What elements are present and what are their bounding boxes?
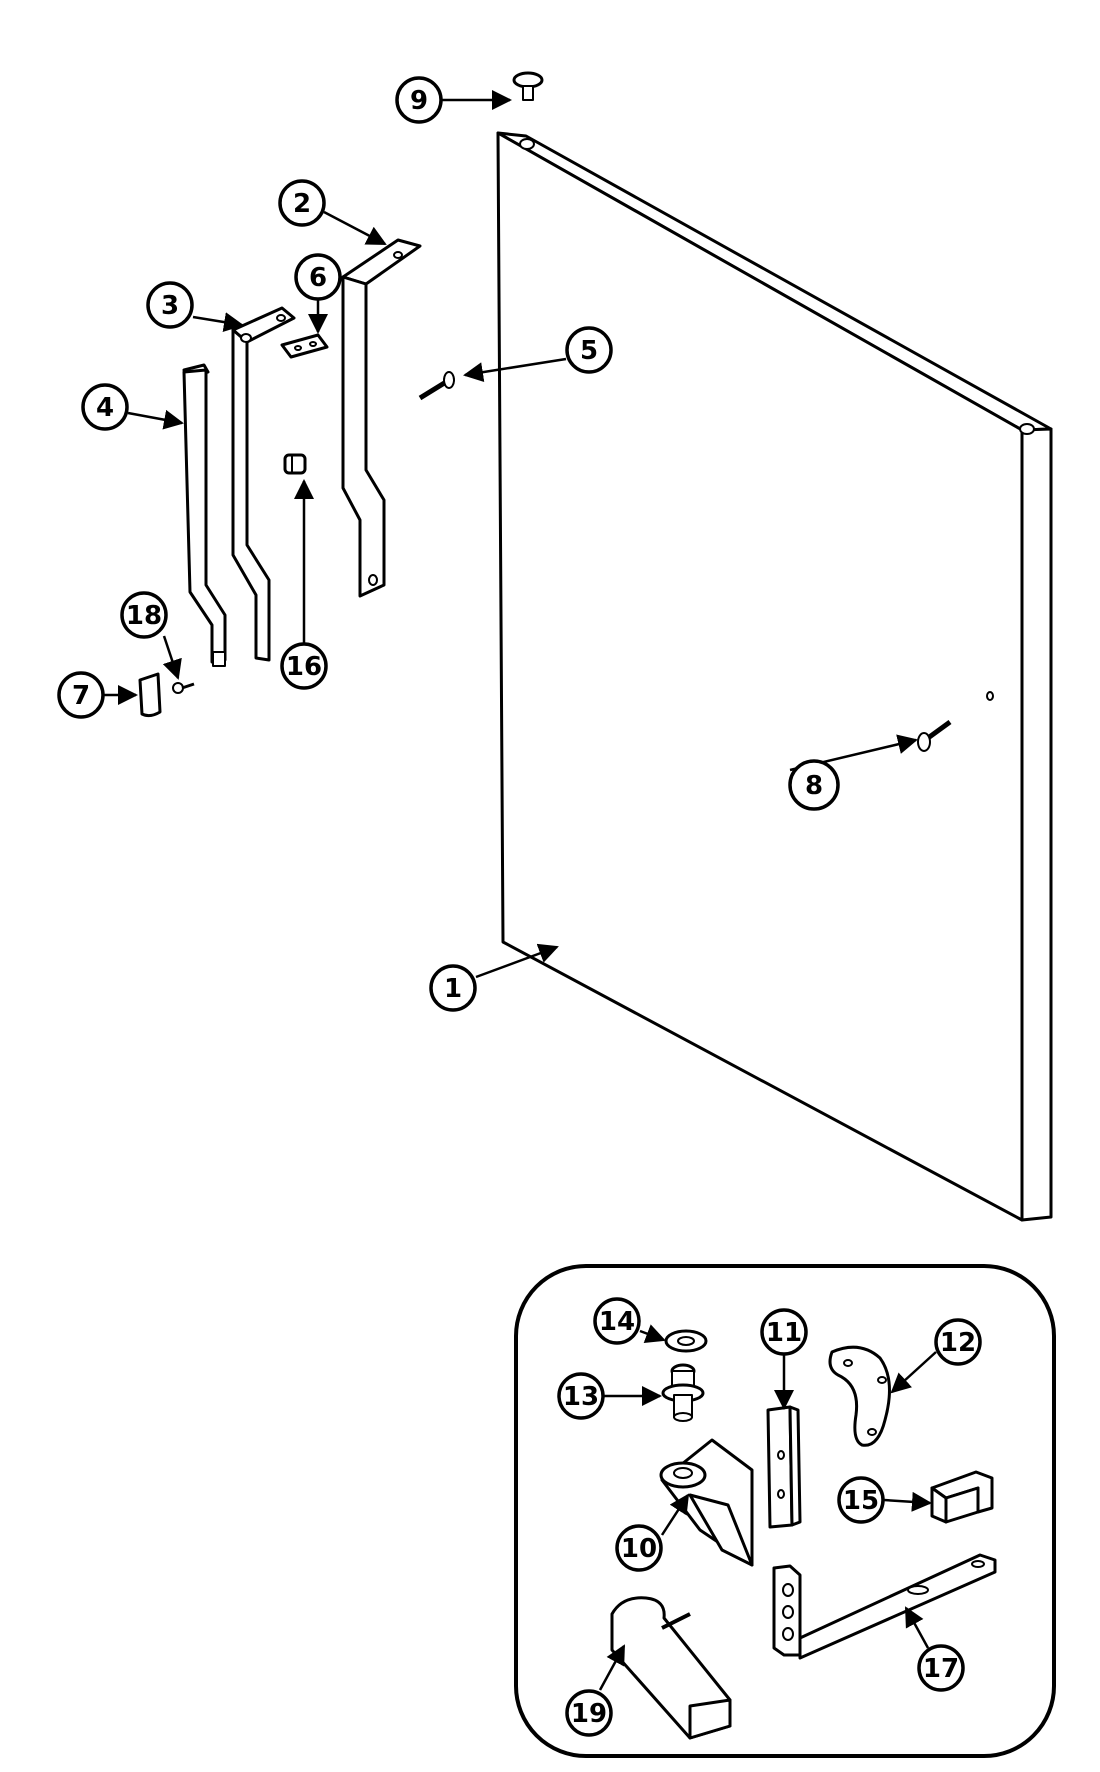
leader-4	[127, 409, 184, 430]
callout-19: 19	[565, 1689, 613, 1737]
leader-3	[192, 312, 244, 332]
handle-bracket-part-3	[231, 306, 296, 662]
callout-label-11: 11	[766, 1318, 802, 1348]
bracket-part-12	[828, 1345, 891, 1447]
callout-label-8: 8	[805, 771, 823, 801]
end-cap-part-7	[138, 672, 162, 718]
callout-label-7: 7	[72, 681, 90, 711]
leader-17	[904, 1606, 930, 1649]
handle-bracket-part-2	[341, 238, 422, 598]
callout-label-15: 15	[843, 1486, 879, 1516]
callout-16: 16	[280, 642, 328, 690]
hinge-parts-inset	[514, 1264, 1056, 1758]
hinge-cover-part-19	[610, 1596, 732, 1740]
small-plate-part-6	[280, 333, 329, 359]
leader-2	[323, 210, 387, 246]
leader-12	[890, 1351, 937, 1394]
handle-bracket-part-4	[182, 363, 227, 667]
callout-label-6: 6	[309, 263, 327, 293]
callout-6: 6	[294, 253, 342, 301]
callout-label-17: 17	[923, 1654, 959, 1684]
callout-label-19: 19	[571, 1699, 607, 1729]
leader-1	[475, 943, 559, 979]
hinge-part-10	[659, 1438, 754, 1567]
screw-part-8	[917, 719, 952, 752]
clip-part-16	[283, 453, 307, 475]
top-plug-part	[512, 71, 544, 101]
callout-9: 9	[395, 76, 443, 124]
callout-3: 3	[146, 281, 194, 329]
callout-label-10: 10	[621, 1534, 657, 1564]
callout-12: 12	[934, 1318, 982, 1366]
door-panel-part	[496, 131, 1053, 1222]
callout-label-5: 5	[580, 336, 598, 366]
callout-11: 11	[760, 1308, 808, 1356]
callout-label-13: 13	[563, 1382, 599, 1412]
leader-18	[162, 635, 182, 680]
callout-2: 2	[278, 179, 326, 227]
leader-arrows	[104, 90, 937, 1691]
bracket-part-15	[930, 1470, 994, 1524]
leader-5	[463, 357, 567, 383]
callout-label-1: 1	[444, 974, 462, 1004]
hinge-plate-part-11	[766, 1405, 802, 1529]
callout-18: 18	[120, 591, 168, 639]
callout-14: 14	[593, 1297, 641, 1345]
callout-4: 4	[81, 383, 129, 431]
callout-label-4: 4	[96, 393, 114, 423]
callout-10: 10	[615, 1524, 663, 1572]
callout-15: 15	[837, 1476, 885, 1524]
callout-label-2: 2	[293, 189, 311, 219]
callout-5: 5	[565, 326, 613, 374]
callout-label-16: 16	[286, 652, 322, 682]
callout-label-14: 14	[599, 1307, 635, 1337]
long-bracket-part-17	[772, 1553, 997, 1660]
callout-label-9: 9	[410, 86, 428, 116]
callout-1: 1	[429, 964, 477, 1012]
callout-8: 8	[788, 759, 840, 811]
hinge-pin-part-13	[661, 1363, 705, 1422]
leader-19	[598, 1644, 626, 1691]
callout-label-3: 3	[161, 291, 179, 321]
small-screw-part-18	[172, 682, 195, 694]
callout-17: 17	[917, 1644, 965, 1692]
callout-13: 13	[557, 1372, 605, 1420]
callouts: 9 2 3 6 5 4 18 16	[57, 76, 982, 1737]
leader-14	[639, 1324, 666, 1344]
leader-15	[883, 1491, 932, 1512]
callout-label-12: 12	[940, 1328, 976, 1358]
callout-7: 7	[57, 671, 105, 719]
washer-part-14	[664, 1329, 708, 1353]
screw-part-5	[418, 371, 455, 401]
leader-10	[660, 1493, 690, 1536]
callout-label-18: 18	[126, 601, 162, 631]
